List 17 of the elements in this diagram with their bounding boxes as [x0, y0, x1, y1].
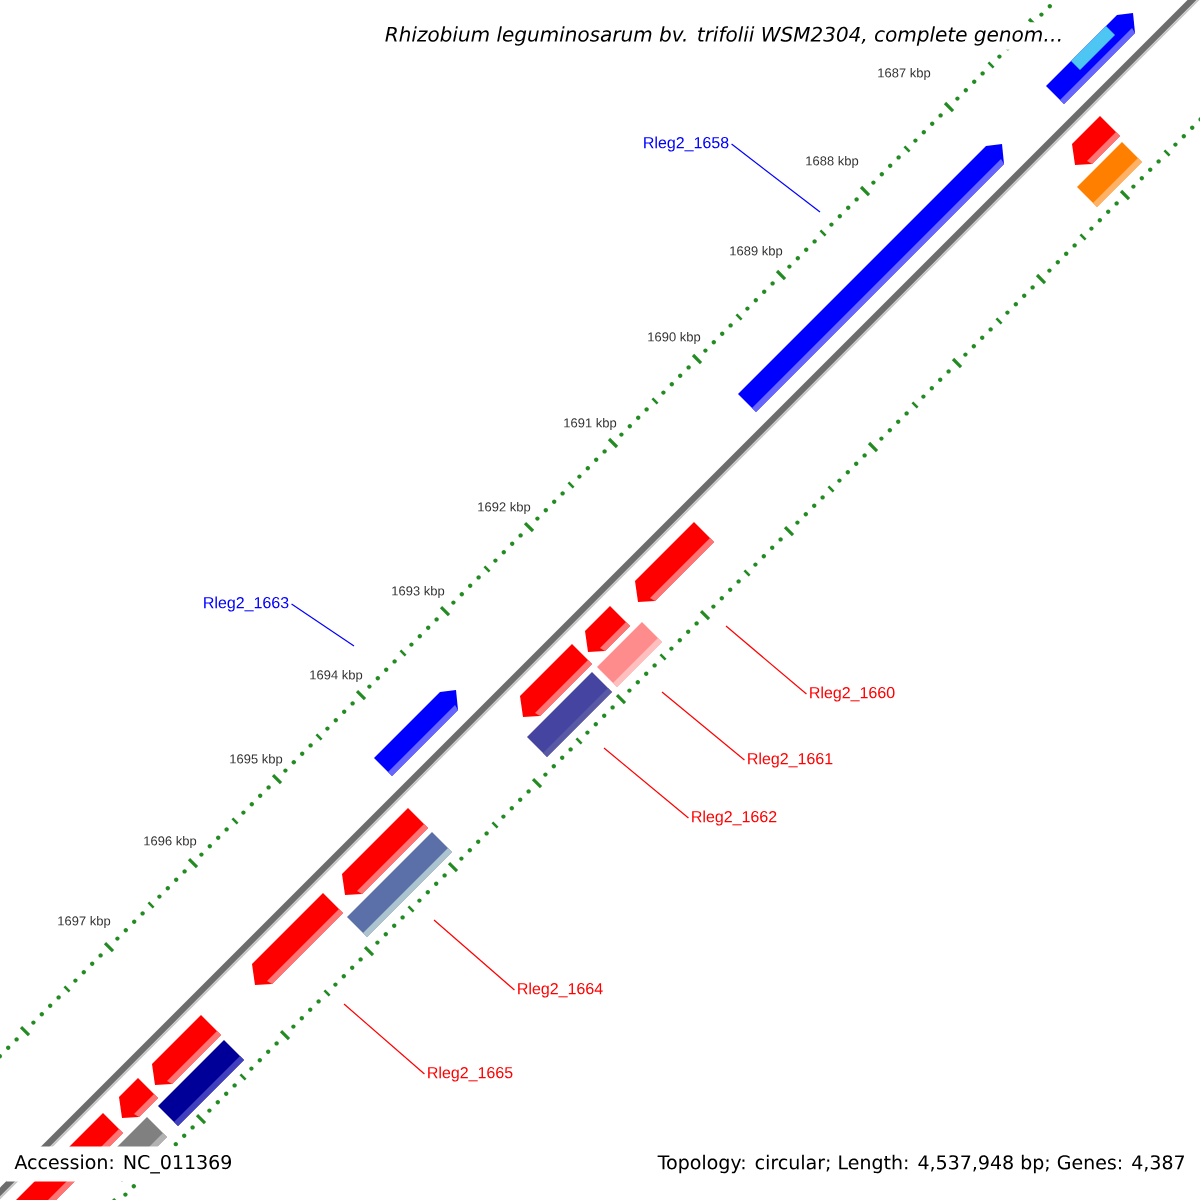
gene-label: Rleg2_1661	[748, 752, 833, 768]
leader-line	[661, 691, 746, 761]
leader-line	[603, 747, 690, 819]
gene-label: Rleg2_1662	[692, 810, 777, 826]
leader-line	[343, 1003, 426, 1075]
gene-label: Rleg2_1664	[518, 982, 603, 998]
leader-line	[433, 919, 516, 991]
leader-line	[730, 143, 821, 213]
gene-label: Rleg2_1663	[204, 596, 289, 612]
leader-line	[290, 603, 355, 647]
gene-label: Rleg2_1660	[810, 686, 895, 702]
leader-line	[725, 625, 808, 695]
accession-label: Accession: NC_011369	[6, 1146, 241, 1182]
gene-label: Rleg2_1658	[644, 136, 729, 152]
gene-label: Rleg2_1665	[428, 1066, 513, 1082]
topology-label: Topology: circular; Length: 4,537,948 bp; Genes: 4,387	[649, 1146, 1194, 1182]
title: Rhizobium leguminosarum bv. trifolii WSM2304, complete genom…	[380, 22, 1068, 50]
